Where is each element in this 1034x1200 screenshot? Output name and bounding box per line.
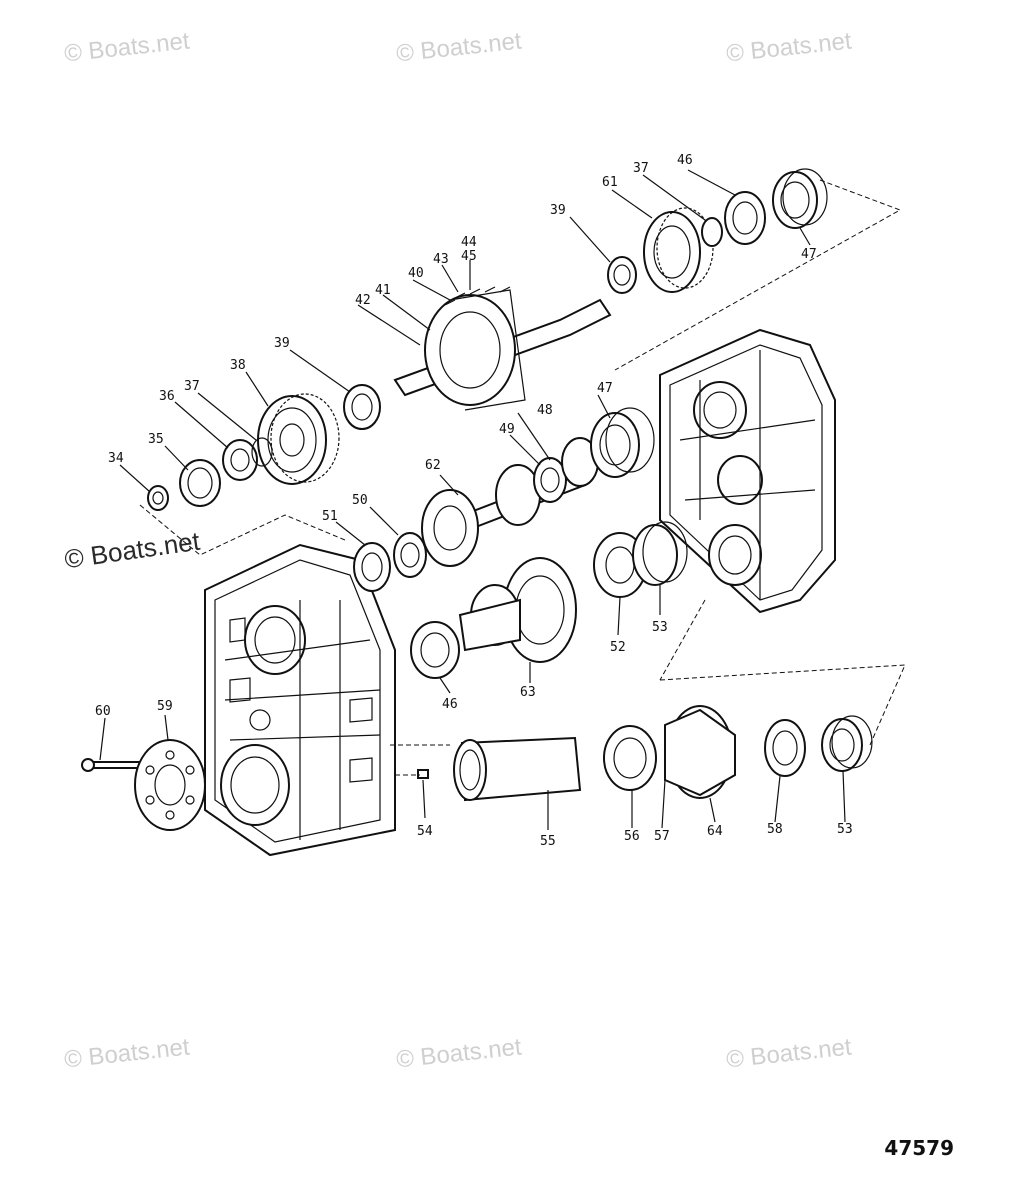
- callout-48: 48: [537, 403, 553, 418]
- callout-labels: 34 35 36 37 38 39 40 41 42 43 44 45 39 6…: [95, 153, 853, 849]
- callout-64: 64: [707, 824, 723, 839]
- callout-34: 34: [108, 451, 124, 466]
- seal-53-upper: [632, 521, 688, 586]
- ring-35: [179, 459, 221, 507]
- gear-64: [664, 705, 736, 799]
- cup-58: [764, 719, 806, 777]
- clutch-shaft: [393, 286, 612, 411]
- callout-39: 39: [274, 336, 290, 351]
- callout-50: 50: [352, 493, 368, 508]
- plate-59: [134, 739, 206, 831]
- needle-bearing-39-upper: [607, 256, 637, 294]
- callout-54: 54: [417, 824, 433, 839]
- shaft-55: [453, 736, 582, 802]
- callout-42: 42: [355, 293, 371, 308]
- callout-43: 43: [433, 252, 449, 267]
- pin-54: [417, 769, 429, 779]
- bearing-46-upper: [724, 191, 766, 245]
- seal-47-upper: [772, 168, 828, 229]
- bolt-60: [81, 758, 141, 772]
- callout-47-upper: 47: [801, 247, 817, 262]
- assembly-guides: [139, 179, 906, 776]
- bearing-50: [393, 532, 427, 578]
- bearing-48-49: [533, 437, 599, 503]
- callout-46-upper: 46: [677, 153, 693, 168]
- callout-63: 63: [520, 685, 536, 700]
- callout-35: 35: [148, 432, 164, 447]
- callout-38: 38: [230, 358, 246, 373]
- housing-left: [204, 543, 396, 857]
- washer-37-upper: [701, 217, 723, 247]
- needle-bearing-39: [343, 384, 381, 430]
- seal-47-middle: [590, 407, 655, 478]
- callout-62: 62: [425, 458, 441, 473]
- callout-57: 57: [654, 829, 670, 844]
- bearing-46-lower: [410, 621, 460, 679]
- callout-60: 60: [95, 704, 111, 719]
- callout-53-upper: 53: [652, 620, 668, 635]
- gear-61: [643, 207, 714, 293]
- callout-47-middle: 47: [597, 381, 613, 396]
- housing-right: [659, 328, 836, 614]
- gear-63: [458, 557, 577, 663]
- callout-59: 59: [157, 699, 173, 714]
- callout-56: 56: [624, 829, 640, 844]
- ring-56: [603, 725, 657, 791]
- callout-37-upper: 37: [633, 161, 649, 176]
- callout-46-lower: 46: [442, 697, 458, 712]
- callout-41: 41: [375, 283, 391, 298]
- callout-58: 58: [767, 822, 783, 837]
- gear-38: [257, 393, 340, 485]
- callout-61: 61: [602, 175, 618, 190]
- bearing-36: [222, 437, 273, 481]
- callout-53-lower: 53: [837, 822, 853, 837]
- callout-40: 40: [408, 266, 424, 281]
- race-51: [353, 542, 391, 592]
- callout-55: 55: [540, 834, 556, 849]
- callout-49: 49: [499, 422, 515, 437]
- seal-53-lower: [821, 715, 873, 772]
- callout-45: 45: [461, 249, 477, 264]
- callout-37: 37: [184, 379, 200, 394]
- callout-52: 52: [610, 640, 626, 655]
- callout-39-upper: 39: [550, 203, 566, 218]
- callout-44: 44: [461, 235, 477, 250]
- nut-34: [147, 485, 169, 511]
- callout-51: 51: [322, 509, 338, 524]
- figure-number: 47579: [884, 1136, 954, 1160]
- leader-lines: [99, 169, 846, 830]
- callout-36: 36: [159, 389, 175, 404]
